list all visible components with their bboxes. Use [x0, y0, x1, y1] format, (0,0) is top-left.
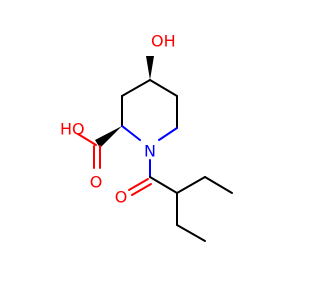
wedge-c4-oh [146, 56, 154, 80]
bond-amide-o-a [128, 178, 149, 191]
bond-c2-n [121, 125, 141, 141]
amide-o-label: O [115, 188, 128, 207]
acid-o-label: O [90, 173, 103, 192]
bond-ethyl1-end [204, 176, 233, 194]
bond-c4-c3 [121, 79, 151, 97]
bond-cooh-oh [77, 133, 97, 146]
bond-ch-ethyl1 [176, 176, 206, 194]
molecule-structure: OH HO O N O [60, 32, 233, 242]
wedge-c2-cooh [95, 126, 122, 148]
nitrogen-label: N [144, 142, 156, 161]
bond-amide-c-ch [149, 176, 178, 194]
bond-c6-n [158, 127, 178, 141]
bond-c4-c5 [149, 79, 178, 97]
hydroxyl-label: OH [151, 32, 176, 51]
bond-amide-o-b [131, 183, 152, 196]
acid-oh-label: HO [60, 120, 85, 139]
bond-ethyl2-end [176, 224, 206, 242]
